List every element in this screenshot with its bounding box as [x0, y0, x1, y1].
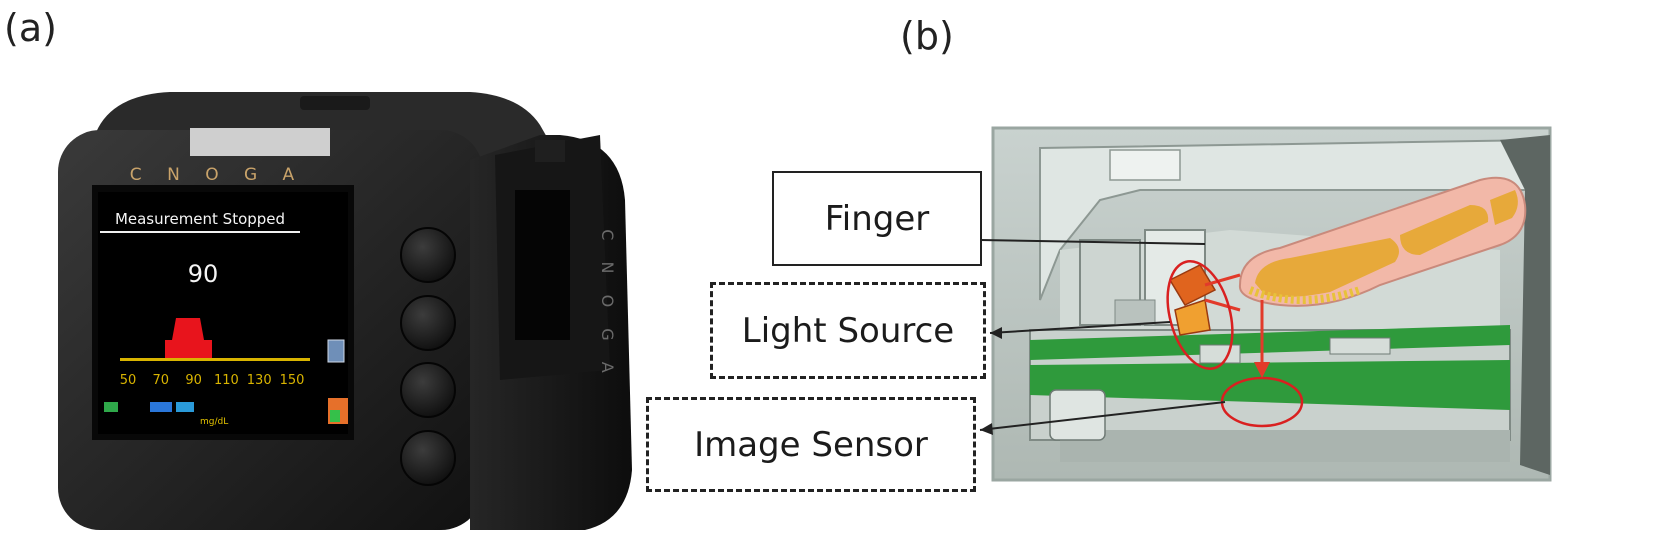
- callout-image-sensor: Image Sensor: [646, 397, 976, 492]
- light-source-leader-line: [989, 321, 1171, 334]
- pcb-top: [1030, 325, 1510, 360]
- finger-slot-opening: [515, 190, 570, 340]
- device-side-logo: C N O G A: [598, 229, 617, 380]
- screen-footer-unit: mg/dL: [200, 417, 228, 427]
- screen-axis-tick-label: 150: [280, 373, 305, 388]
- device-button-1: [400, 227, 456, 283]
- screen-status-chip-blue-1: [150, 402, 172, 412]
- screen-reading-value: 90: [188, 260, 219, 288]
- callout-leader-lines: [979, 239, 1226, 435]
- casing-right-wall: [1500, 135, 1550, 475]
- screen-settings-icon-inner: [330, 410, 340, 422]
- device-screen: [98, 192, 348, 434]
- cross-section-diagram: [991, 126, 1552, 482]
- slot-latch: [535, 140, 565, 162]
- callout-light-source: Light Source: [710, 282, 986, 379]
- screen-book-icon: [327, 339, 345, 363]
- device-photo: [58, 92, 632, 530]
- finger-bone-distal: [1255, 238, 1399, 297]
- pcb-main: [1030, 360, 1510, 410]
- finger-bone-middle: [1400, 205, 1489, 255]
- finger-bone-proximal: [1490, 190, 1518, 225]
- sensor-mount: [1049, 389, 1106, 441]
- casing-rib: [1109, 149, 1181, 181]
- light-source-leader-arrowhead: [990, 327, 1002, 339]
- image-sensor-leader-arrowhead: [980, 423, 993, 435]
- screen-status-text: Measurement Stopped: [115, 210, 285, 228]
- device-top-clip: [300, 96, 370, 110]
- histogram-axis: [120, 358, 310, 361]
- device-button-3: [400, 362, 456, 418]
- histogram-shape: [165, 318, 212, 358]
- device-sticker: [190, 128, 330, 156]
- callout-finger: Finger: [772, 171, 982, 266]
- led-light-source-2: [1174, 299, 1211, 336]
- screen-axis-tick-label: 130: [247, 373, 272, 388]
- light-rays: [1204, 273, 1241, 312]
- pcb-component-1: [1199, 344, 1241, 364]
- panel-label-a: (a): [4, 6, 57, 50]
- screen-axis-tick-label: 90: [185, 373, 202, 388]
- device-brand-logo: C N O G A: [130, 165, 304, 185]
- screen-status-chip-blue-2: [176, 402, 194, 412]
- base-plate: [1060, 430, 1510, 462]
- mechanical-clip: [1114, 299, 1156, 326]
- screen-axis-tick-label: 110: [214, 373, 239, 388]
- image-sensor-leader-line: [979, 401, 1226, 431]
- device-button-4: [400, 430, 456, 486]
- light-source-highlight: [1166, 260, 1234, 370]
- screen-axis-tick-label: 50: [120, 373, 137, 388]
- led-light-source: [1168, 264, 1217, 306]
- light-path-arrowhead: [1254, 362, 1270, 378]
- pcb-component-2: [1329, 337, 1391, 355]
- screen-status-chip-green: [104, 402, 118, 412]
- finger-leader-line: [979, 239, 1206, 245]
- device-button-2: [400, 295, 456, 351]
- screen-axis-tick-label: 70: [153, 373, 170, 388]
- panel-label-b: (b): [900, 14, 954, 58]
- screen-axis-tick-labels: 50 70 90 110 130 150: [120, 373, 305, 388]
